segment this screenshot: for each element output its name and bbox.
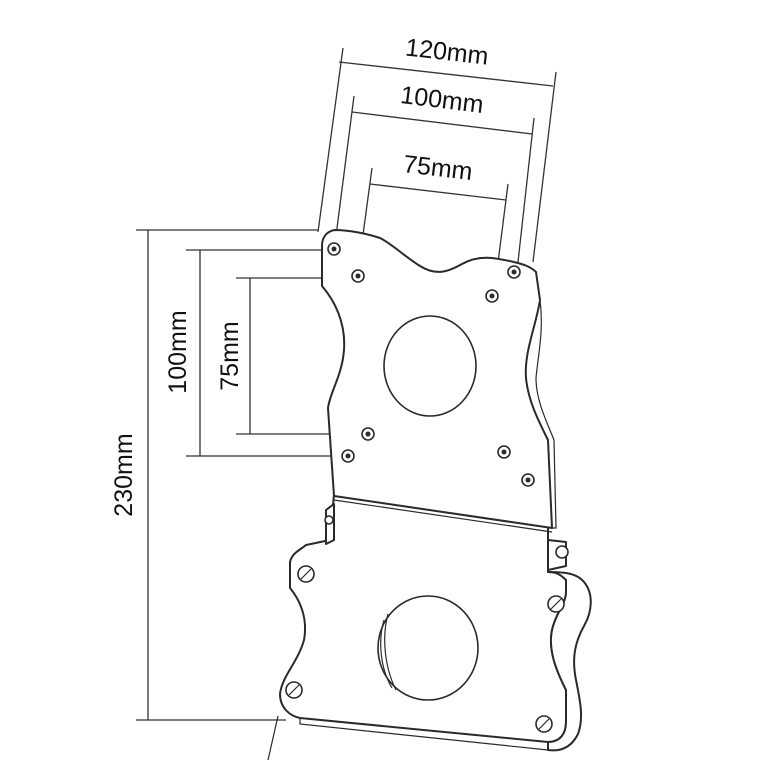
dimension-label-100mm-left: 100mm bbox=[164, 310, 192, 393]
screw-icon bbox=[535, 715, 553, 733]
mounting-hole-icon bbox=[341, 449, 355, 463]
dimension-label-75mm-top: 75mm bbox=[402, 150, 474, 186]
screw-icon bbox=[297, 565, 315, 583]
top-plate bbox=[321, 229, 557, 533]
mounting-hole-icon bbox=[485, 289, 499, 303]
dimension-75mm-vertical: 75mm bbox=[216, 277, 366, 435]
mounting-hole-icon bbox=[327, 242, 341, 256]
dimension-100mm-vertical: 100mm bbox=[164, 249, 346, 457]
mounting-hole-icon bbox=[507, 265, 521, 279]
dimension-230mm-vertical: 230mm bbox=[110, 229, 318, 721]
mounting-hole-icon bbox=[351, 269, 365, 283]
dimension-label-230mm: 230mm bbox=[110, 433, 138, 516]
dimension-label-120mm: 120mm bbox=[404, 33, 490, 70]
mounting-hole-icon bbox=[361, 427, 375, 441]
screw-icon bbox=[285, 681, 303, 699]
bottom-plate-center-hole bbox=[377, 595, 479, 701]
screw-icon bbox=[547, 595, 565, 613]
dimension-label-75mm-left: 75mm bbox=[216, 321, 244, 390]
bottom-plate bbox=[267, 493, 592, 760]
screw-icon bbox=[555, 545, 569, 559]
mounting-hole-icon bbox=[521, 473, 535, 487]
dimension-label-100mm-top: 100mm bbox=[399, 81, 485, 119]
dimension-120mm-horizontal: 120mm bbox=[317, 33, 557, 263]
mounting-hole-icon bbox=[497, 445, 511, 459]
top-plate-center-hole bbox=[383, 315, 477, 417]
